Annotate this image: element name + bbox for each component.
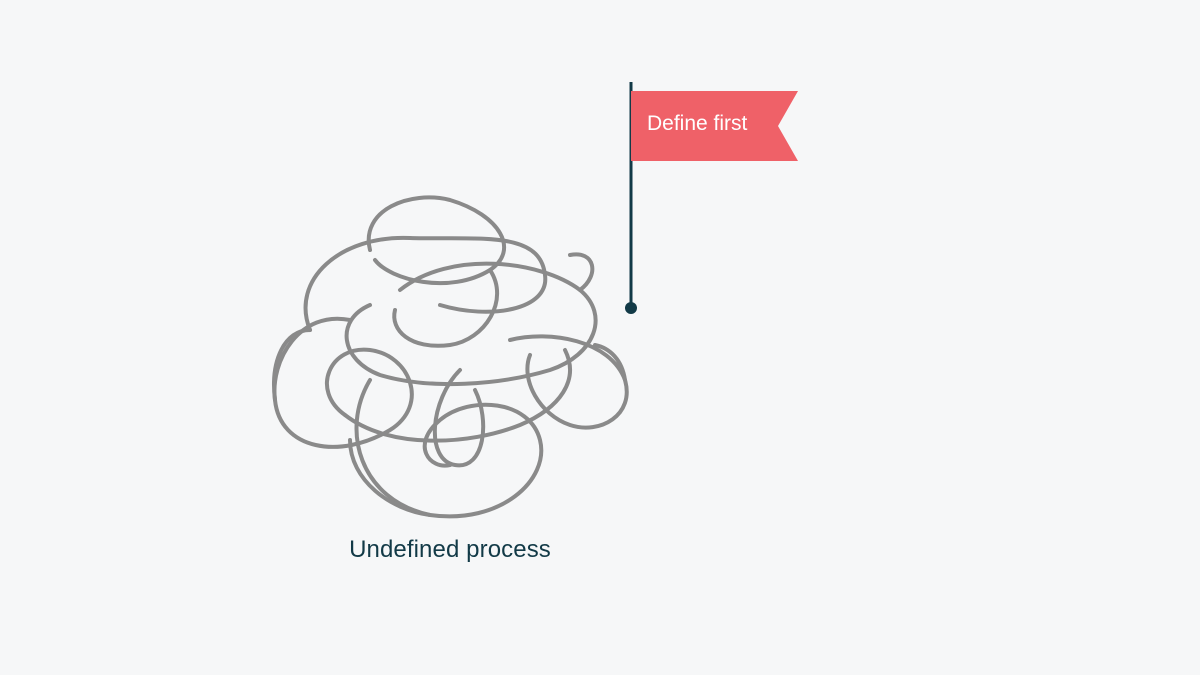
define-first-label: Define first bbox=[647, 112, 748, 135]
flag-icon bbox=[625, 82, 798, 314]
flag-banner bbox=[631, 91, 798, 161]
flag-pole-base bbox=[625, 302, 637, 314]
undefined-process-label: Undefined process bbox=[349, 536, 551, 563]
tangled-scribble-icon bbox=[272, 195, 629, 519]
